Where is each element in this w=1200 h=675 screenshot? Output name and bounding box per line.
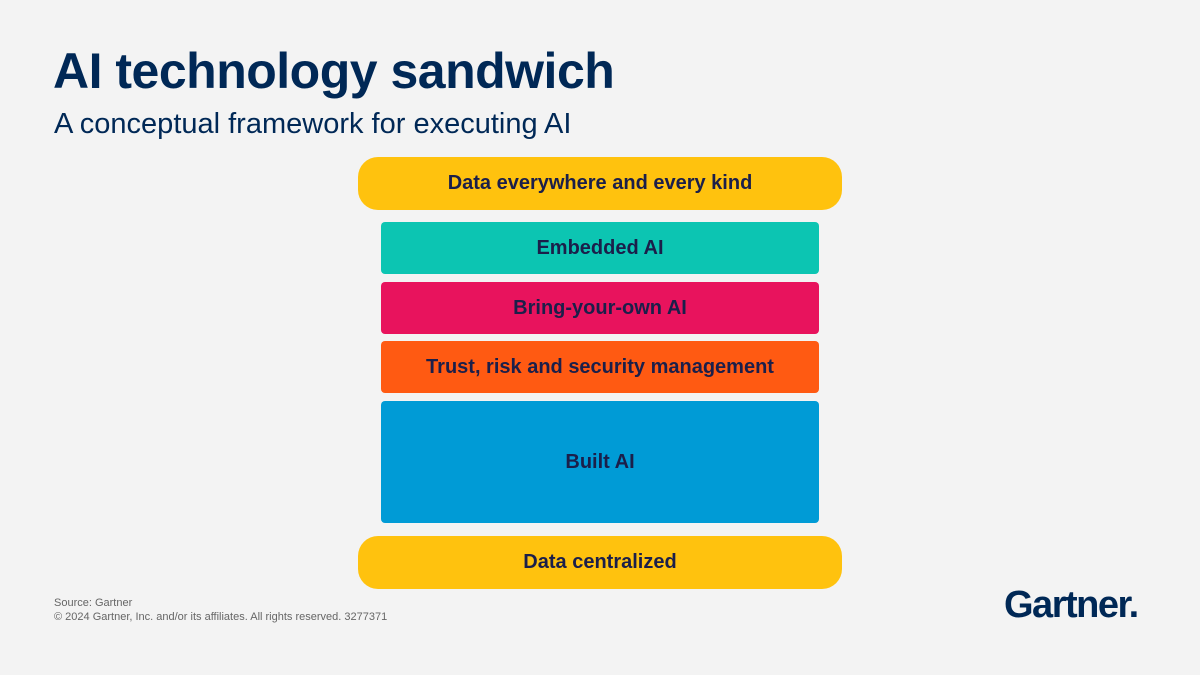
layer-label: Built AI bbox=[565, 450, 635, 473]
layer-label: Embedded AI bbox=[536, 236, 664, 259]
layer-label: Data everywhere and every kind bbox=[447, 172, 753, 194]
layer-bottom-bun: Data centralized bbox=[358, 536, 842, 589]
layer-label: Bring-your-own AI bbox=[513, 296, 687, 319]
page-subtitle: A conceptual framework for executing AI bbox=[54, 108, 572, 140]
layer-label: Data centralized bbox=[523, 551, 677, 573]
logo-text: Gartner bbox=[1004, 584, 1130, 626]
layer-embedded-ai: Embedded AI bbox=[381, 222, 819, 274]
layer-trust-risk-security: Trust, risk and security management bbox=[381, 341, 819, 393]
layer-bring-your-own-ai: Bring-your-own AI bbox=[381, 282, 819, 334]
logo-dot: . bbox=[1128, 584, 1140, 626]
layer-label: Trust, risk and security management bbox=[426, 355, 774, 378]
gartner-logo: Gartner. bbox=[1004, 584, 1140, 627]
layer-top-bun: Data everywhere and every kind bbox=[358, 157, 842, 210]
layer-built-ai: Built AI bbox=[381, 401, 819, 523]
footer-source: Source: Gartner bbox=[54, 597, 133, 609]
page-title: AI technology sandwich bbox=[53, 43, 615, 99]
footer-copyright: © 2024 Gartner, Inc. and/or its affiliat… bbox=[54, 611, 388, 623]
